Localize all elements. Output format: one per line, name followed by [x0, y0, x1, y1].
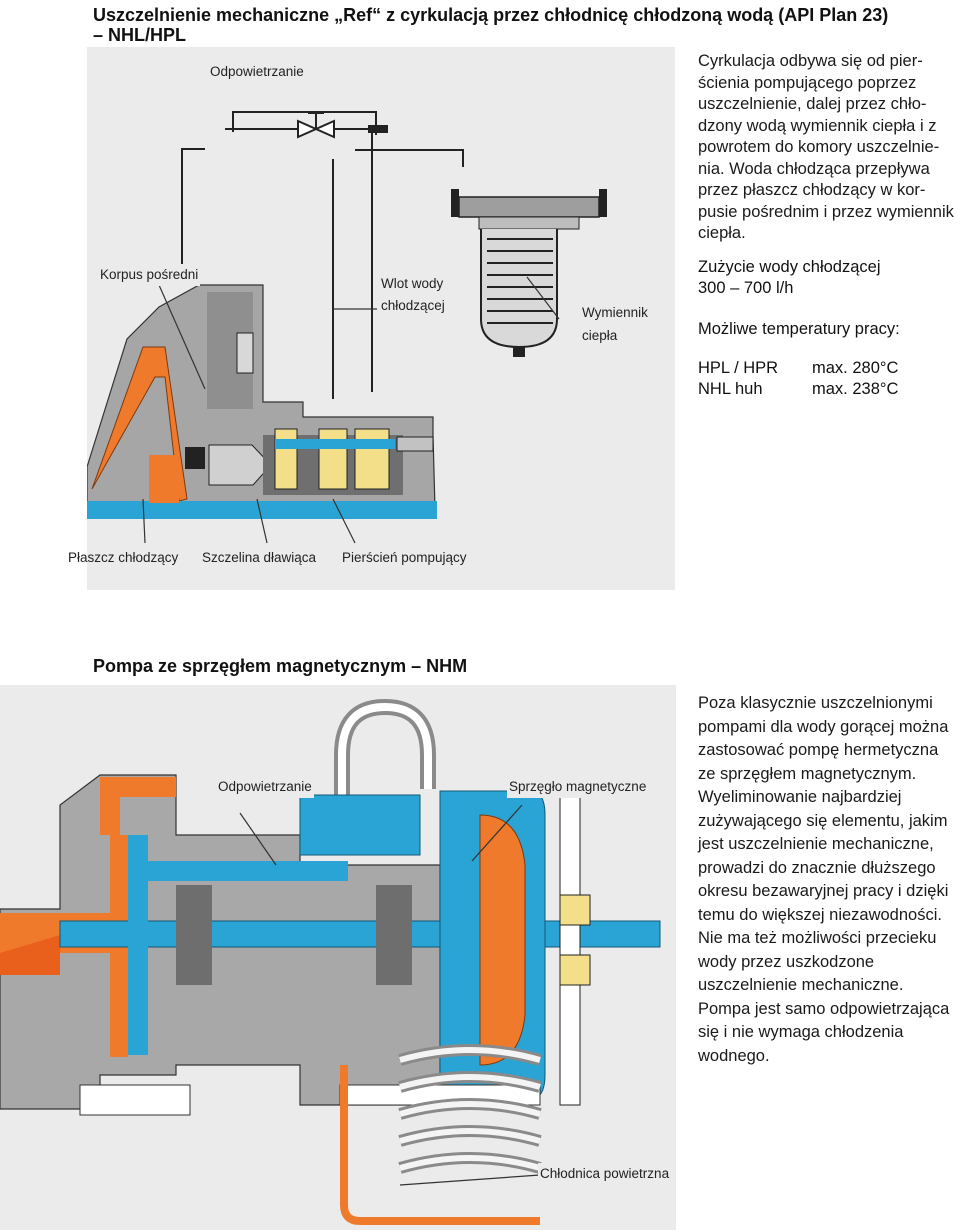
temperature-value: max. 280°C: [812, 359, 899, 377]
consumption-label: Zużycie wody chłodzącej: [698, 258, 881, 276]
temperature-name: HPL / HPR: [698, 359, 779, 377]
seal-cooling-diagram: Odpowietrzanie Korpus pośredni Wlot wody…: [68, 47, 675, 590]
magnetic-pump-diagram: Odpowietrzanie Sprzęgło magnetyczne Chło…: [0, 685, 676, 1230]
label-air-cooler: Chłodnica powietrzna: [538, 1163, 672, 1185]
label-magnetic-coupling: Sprzęgło magnetyczne: [507, 776, 649, 798]
label-heat-exchanger-line2: ciepła: [580, 325, 620, 347]
section1-title-line2: – NHL/HPL: [93, 25, 187, 45]
section2-title: Pompa ze sprzęgłem magnetycznym – NHM: [93, 656, 468, 676]
magnetic-pump-drawing: [0, 698, 661, 1225]
section1-title-line1: Uszczelnienie mechaniczne „Ref“ z cyrkul…: [93, 5, 889, 25]
temperatures-label: Możliwe temperatury pracy:: [698, 320, 900, 338]
pump-housing: [87, 284, 437, 519]
label-cooling-jacket: Płaszcz chłodzący: [68, 550, 179, 565]
heat-exchanger: [451, 189, 607, 357]
label-water-inlet-line2: chłodzącej: [379, 295, 447, 317]
section1-description: Cyrkulacja odbywa się od pier­ścienia po…: [698, 52, 954, 242]
label-heat-exchanger-line1: Wymiennik: [580, 302, 650, 324]
temperature-name: NHL huh: [698, 380, 763, 398]
temperature-row: HPL / HPR max. 280°C: [698, 358, 938, 379]
consumption-value: 300 – 700 l/h: [698, 279, 794, 297]
temperature-row: NHL huh max. 238°C: [698, 379, 938, 400]
vent-valve-icon: [297, 112, 335, 139]
section2-description: Poza klasycznie uszczelnionymi pompami d…: [698, 694, 950, 1065]
label-vent: Odpowietrzanie: [208, 61, 306, 83]
magnetic-coupling: [176, 784, 591, 1106]
seal-cooling-drawing: [87, 111, 607, 544]
temperature-value: max. 238°C: [812, 380, 899, 398]
label-intermediate-housing: Korpus pośredni: [98, 264, 201, 286]
label-water-inlet-line1: Wlot wody: [379, 273, 446, 295]
label-throttle-gap: Szczelina dławiąca: [202, 550, 317, 565]
label-vent-nhm: Odpowietrzanie: [216, 776, 314, 798]
label-pumping-ring: Pierścień pompujący: [342, 550, 467, 565]
air-cooler: [340, 1044, 542, 1225]
